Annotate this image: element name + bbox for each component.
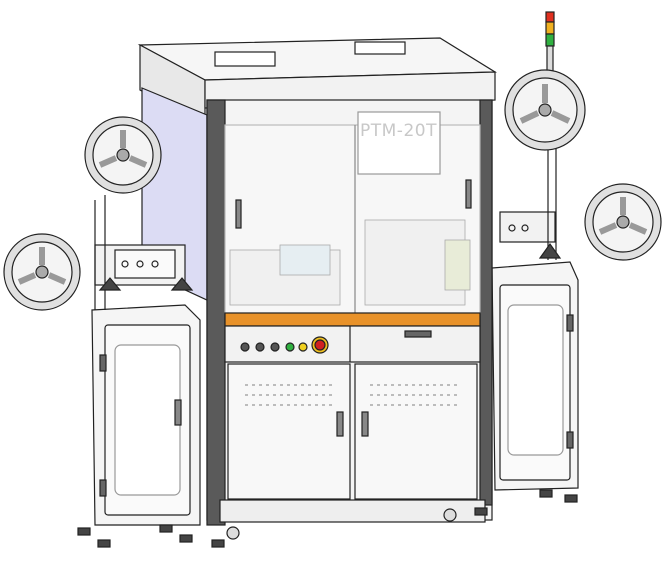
reel-top-right	[504, 69, 586, 151]
right-side-cabinet	[491, 120, 579, 491]
leveling-feet	[77, 489, 578, 548]
reel-bottom-right	[584, 183, 662, 261]
top-housing	[137, 37, 498, 127]
reel-top-left	[84, 116, 162, 194]
reel-bottom-left	[3, 233, 81, 311]
model-label: PTM-20T	[360, 121, 437, 141]
main-cabinet	[206, 99, 493, 540]
left-side-cabinet	[91, 195, 201, 526]
